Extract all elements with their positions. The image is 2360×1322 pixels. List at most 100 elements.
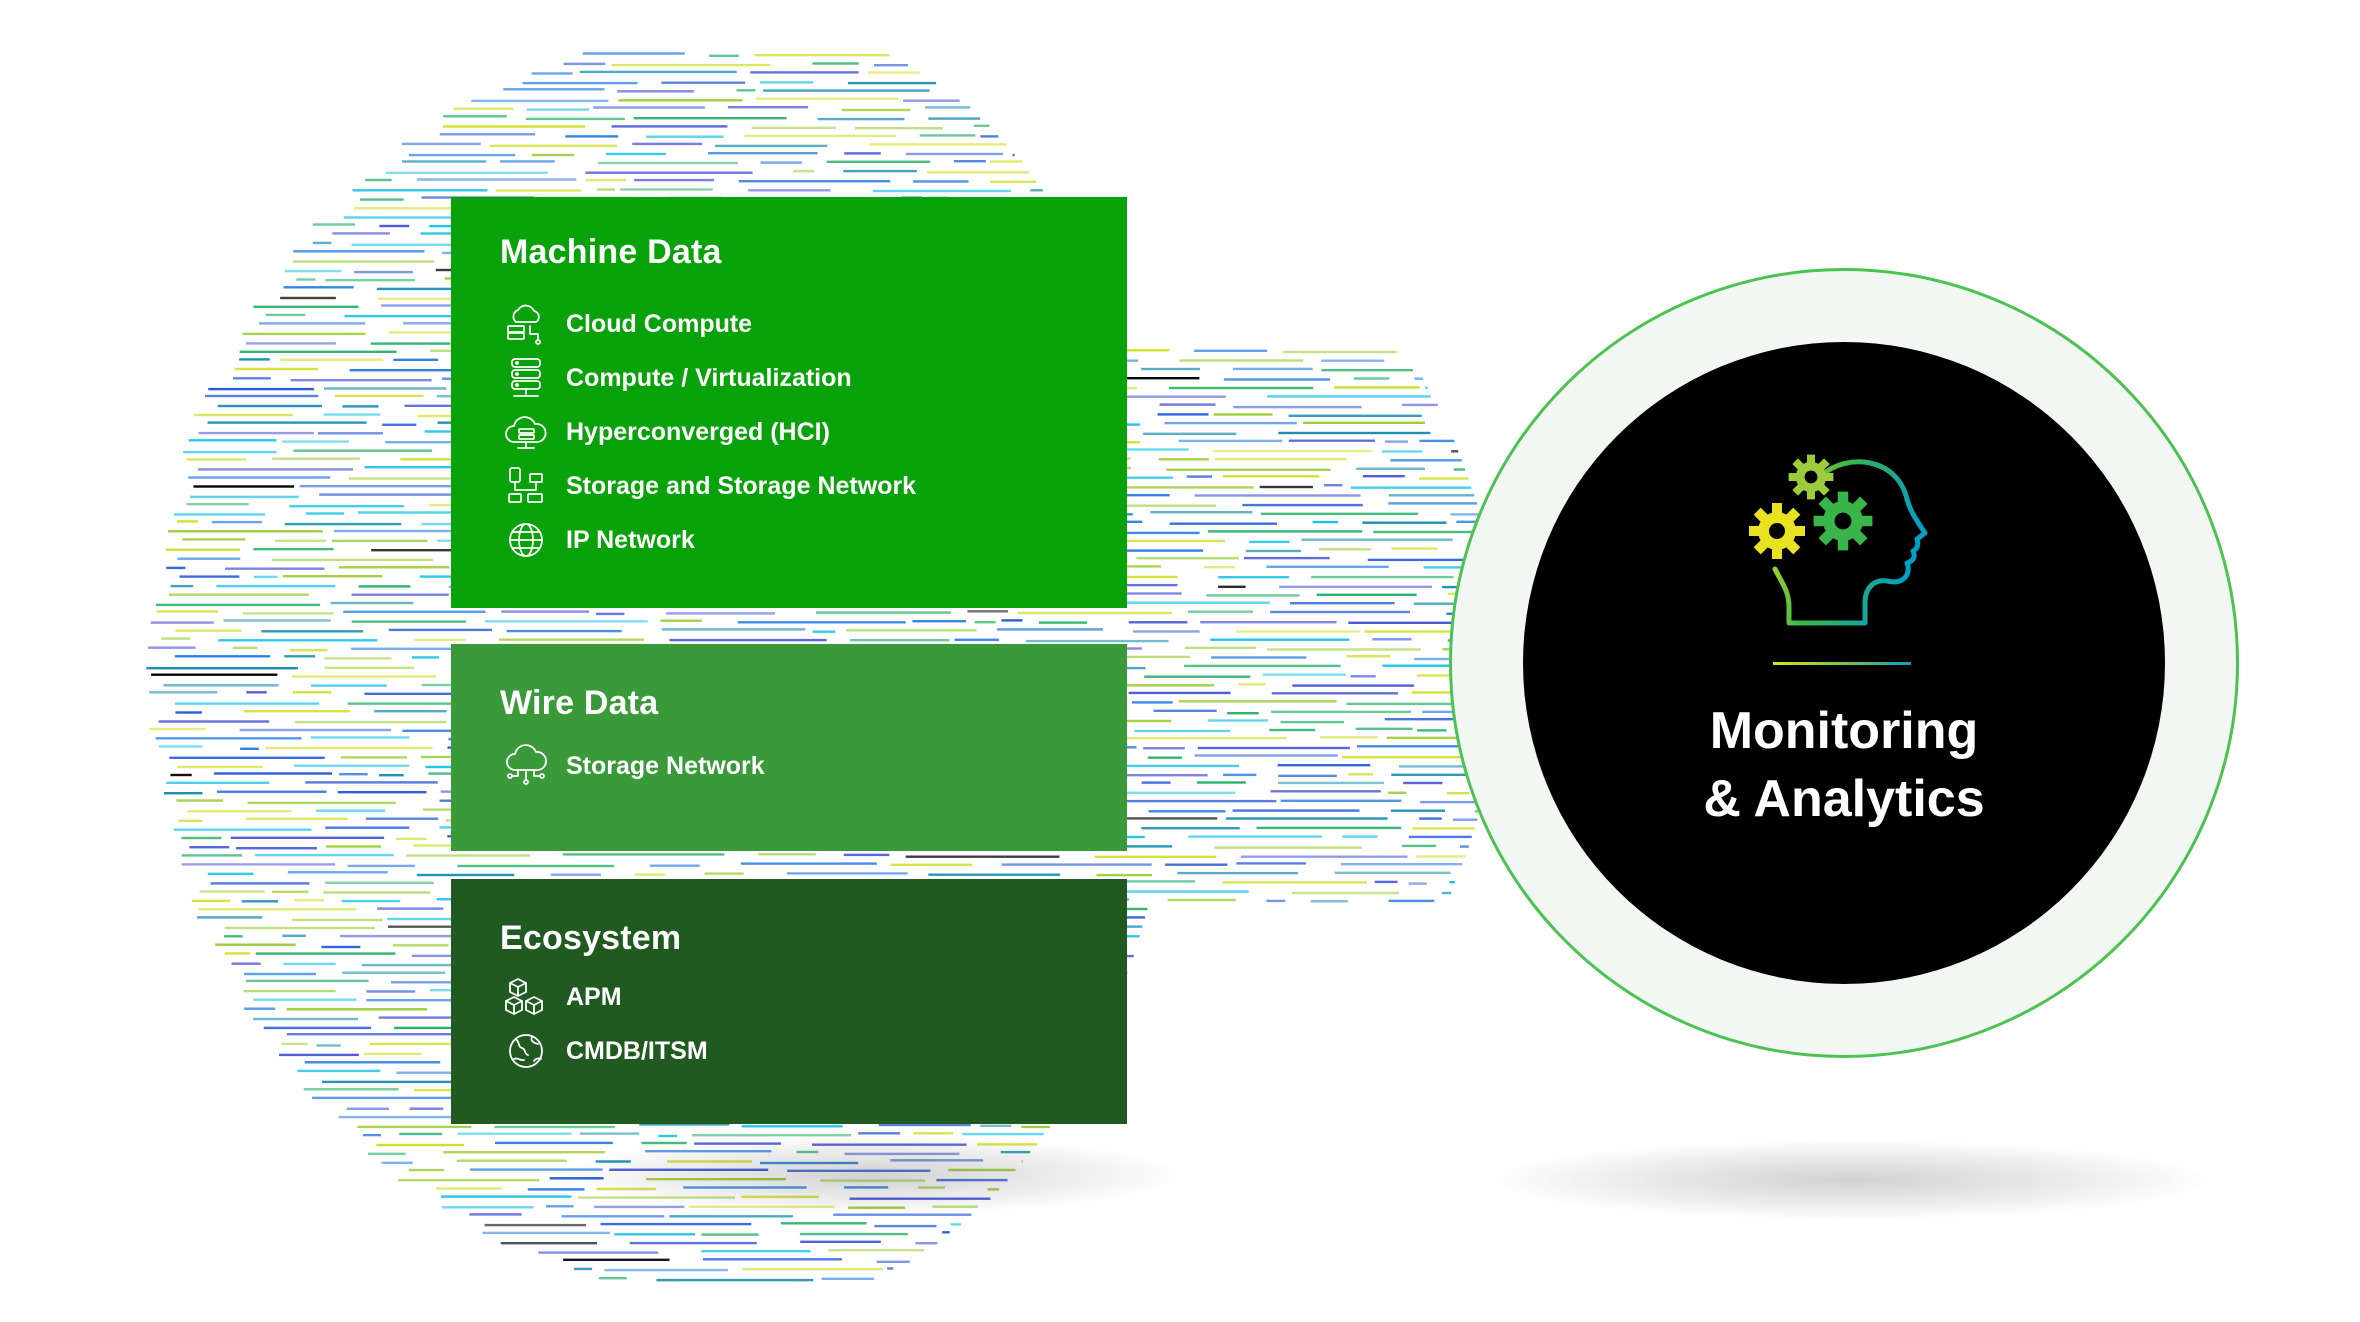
data-stream-line <box>1128 691 1231 695</box>
data-stream-line <box>344 314 470 318</box>
data-stream-line <box>155 737 302 740</box>
data-stream-line <box>286 1008 427 1011</box>
data-stream-line <box>1270 790 1381 793</box>
data-stream-line <box>457 1132 572 1135</box>
data-stream-line <box>1165 863 1228 866</box>
data-stream-line <box>1030 189 1043 192</box>
data-stream-line <box>874 64 908 67</box>
data-stream-line <box>351 620 467 623</box>
data-stream-line <box>175 711 202 714</box>
data-stream-line <box>858 1132 901 1135</box>
data-stream-line <box>1412 827 1475 830</box>
data-stream-line <box>1128 621 1188 624</box>
data-stream-line <box>1184 646 1257 649</box>
data-stream-line <box>1452 818 1478 821</box>
data-stream-line <box>1210 638 1350 641</box>
data-stream-line <box>357 511 506 514</box>
data-stream-line <box>1001 619 1023 622</box>
data-stream-line <box>1321 359 1385 362</box>
data-stream-line <box>525 117 625 121</box>
data-stream-line <box>1280 799 1402 802</box>
data-stream-line <box>331 539 428 543</box>
data-stream-line <box>284 655 316 658</box>
data-stream-line <box>1342 835 1378 838</box>
data-stream-line <box>470 1168 603 1171</box>
data-stream-line <box>349 369 462 372</box>
data-stream-line <box>550 873 601 876</box>
data-stream-line <box>869 143 1007 146</box>
data-stream-line <box>1321 369 1413 372</box>
data-stream-line <box>241 900 278 903</box>
machine-data-title: Machine Data <box>500 233 722 271</box>
data-stream-line <box>1069 504 1217 507</box>
data-stream-line <box>1277 764 1371 767</box>
data-stream-line <box>440 1195 572 1198</box>
data-stream-line <box>1094 855 1217 858</box>
data-stream-line <box>748 189 831 192</box>
data-stream-line <box>148 646 196 649</box>
data-stream-line <box>1233 367 1313 371</box>
data-stream-line <box>159 745 203 748</box>
data-stream-line <box>1320 736 1379 739</box>
data-stream-line <box>1223 773 1257 777</box>
data-stream-line <box>169 756 325 759</box>
data-stream-line <box>1424 386 1429 389</box>
data-stream-line <box>265 313 306 317</box>
data-stream-line <box>1353 377 1390 380</box>
item-label: Hyperconverged (HCI) <box>566 417 830 446</box>
data-stream-line <box>1167 898 1236 902</box>
data-stream-line <box>1256 826 1402 830</box>
data-stream-line <box>532 153 574 157</box>
data-stream-line <box>844 1186 889 1189</box>
data-stream-line <box>374 710 447 713</box>
gear-icon <box>1813 491 1873 551</box>
data-stream-line <box>1416 855 1466 858</box>
data-stream-line <box>471 99 609 103</box>
data-stream-line <box>1271 710 1411 713</box>
data-stream-line <box>579 70 737 74</box>
data-stream-line <box>763 89 930 92</box>
data-stream-line <box>1283 350 1397 354</box>
data-stream-line <box>1278 781 1384 785</box>
data-stream-line <box>1218 585 1246 588</box>
data-stream-line <box>385 441 510 444</box>
data-stream-line <box>1096 377 1200 380</box>
data-stream-line <box>245 342 336 345</box>
data-stream-line <box>962 1132 1044 1136</box>
data-stream-line <box>208 387 314 391</box>
wire-data-title: Wire Data <box>500 684 659 722</box>
data-stream-line <box>1212 449 1373 453</box>
data-stream-line <box>878 1123 971 1127</box>
data-stream-line <box>661 81 746 84</box>
data-stream-line <box>843 853 890 857</box>
data-stream-line <box>506 629 622 633</box>
data-stream-line <box>362 1133 381 1137</box>
item-apm: APM <box>504 975 622 1019</box>
data-stream-line <box>1102 448 1189 451</box>
data-stream-line <box>186 503 249 506</box>
data-stream-line <box>606 152 666 156</box>
data-stream-line <box>217 404 322 408</box>
data-stream-line <box>494 1125 615 1129</box>
data-stream-line <box>253 547 334 551</box>
data-stream-line <box>187 810 292 813</box>
ecosystem-panel: Ecosystem APM CMDB/ITSM <box>451 879 1127 1124</box>
data-stream-line <box>259 322 366 325</box>
data-stream-line <box>368 1152 406 1155</box>
data-stream-line <box>321 945 361 949</box>
gradient-divider <box>1773 662 1911 665</box>
data-stream-line <box>1197 746 1350 750</box>
data-stream-line <box>1025 639 1169 643</box>
data-stream-line <box>1207 719 1269 722</box>
data-stream-line <box>170 773 192 777</box>
data-stream-line <box>1334 871 1451 874</box>
data-stream-line <box>1038 621 1088 624</box>
data-stream-line <box>503 88 605 91</box>
data-stream-line <box>391 981 486 984</box>
data-stream-line <box>163 792 203 795</box>
data-stream-line <box>1226 817 1388 820</box>
data-stream-line <box>1243 556 1330 560</box>
data-stream-line <box>787 1169 931 1172</box>
data-stream-line <box>393 358 438 361</box>
data-stream-line <box>750 71 859 74</box>
